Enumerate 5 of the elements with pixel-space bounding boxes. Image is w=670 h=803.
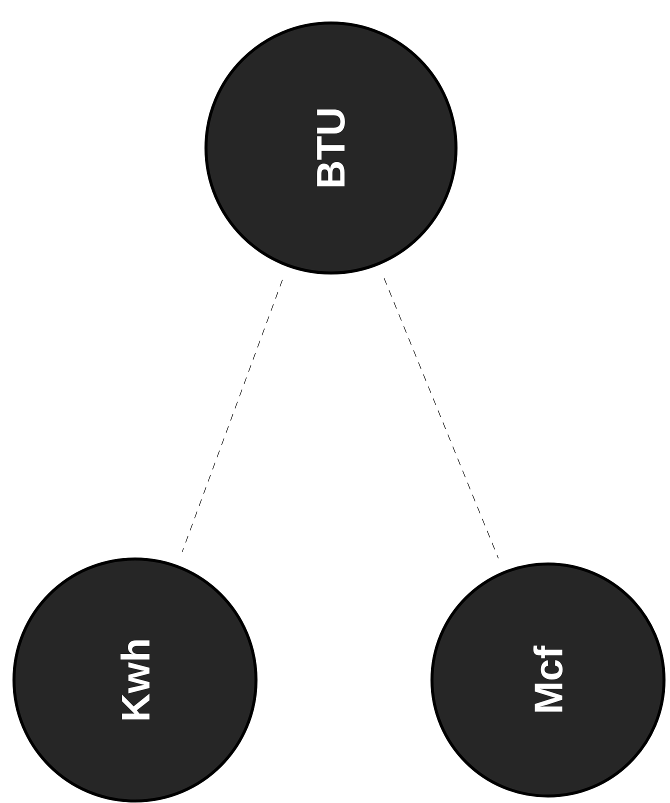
circle-node: Mcf	[430, 562, 666, 798]
circle-node: Kwh	[12, 558, 258, 802]
circle-node: BTU	[204, 22, 458, 274]
dashed-line	[384, 278, 499, 559]
dashed-line	[182, 280, 283, 552]
